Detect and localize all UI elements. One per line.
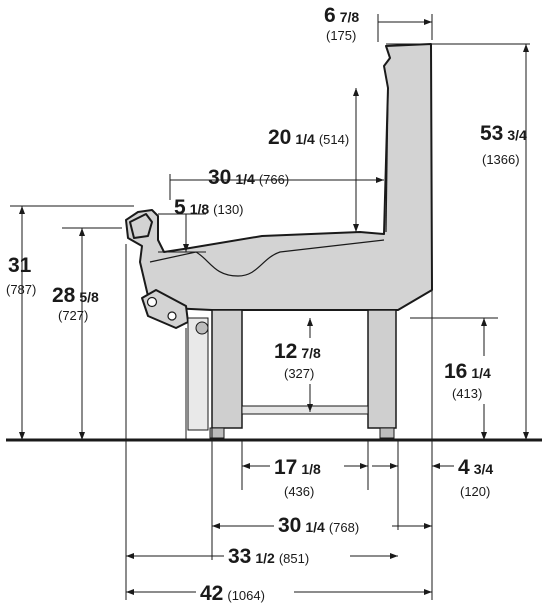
bumper-fastener bbox=[167, 311, 177, 321]
rear-wall-inner bbox=[385, 91, 389, 233]
dim-leg-spacing-metric: (436) bbox=[284, 484, 314, 499]
bumper-fastener bbox=[146, 296, 158, 308]
label-backdrop bbox=[440, 356, 516, 404]
base-frame bbox=[187, 309, 397, 439]
base-crossbar bbox=[241, 405, 369, 415]
front-leg bbox=[211, 309, 243, 429]
dim-overall-depth: 42(1064) bbox=[200, 582, 265, 605]
dim-front-height-metric: (787) bbox=[6, 282, 36, 297]
leveling-foot bbox=[379, 427, 395, 439]
extension-lines bbox=[10, 14, 530, 600]
label-backdrop bbox=[270, 452, 344, 498]
dim-front-height: 31 bbox=[8, 254, 32, 277]
dim-top-offset-metric: (175) bbox=[326, 28, 356, 43]
dim-base-clearance-metric: (327) bbox=[284, 366, 314, 381]
leveling-foot bbox=[209, 427, 225, 439]
rear-leg bbox=[367, 309, 397, 429]
dim-rear-height-metric: (1366) bbox=[482, 152, 520, 167]
label-backdrop bbox=[224, 543, 350, 565]
front-drain-panel bbox=[187, 317, 209, 431]
label-backdrop bbox=[196, 580, 294, 602]
dim-rail-height-metric: (727) bbox=[58, 308, 88, 323]
cabinet-body bbox=[125, 43, 433, 329]
front-rail bbox=[129, 213, 153, 239]
label-backdrop bbox=[270, 338, 346, 384]
deck-pan bbox=[149, 239, 385, 277]
dim-rear-base-height-metric: (413) bbox=[452, 386, 482, 401]
drain-fitting bbox=[195, 321, 209, 335]
label-backdrop bbox=[274, 512, 392, 534]
dim-rear-overhang-metric: (120) bbox=[460, 484, 490, 499]
